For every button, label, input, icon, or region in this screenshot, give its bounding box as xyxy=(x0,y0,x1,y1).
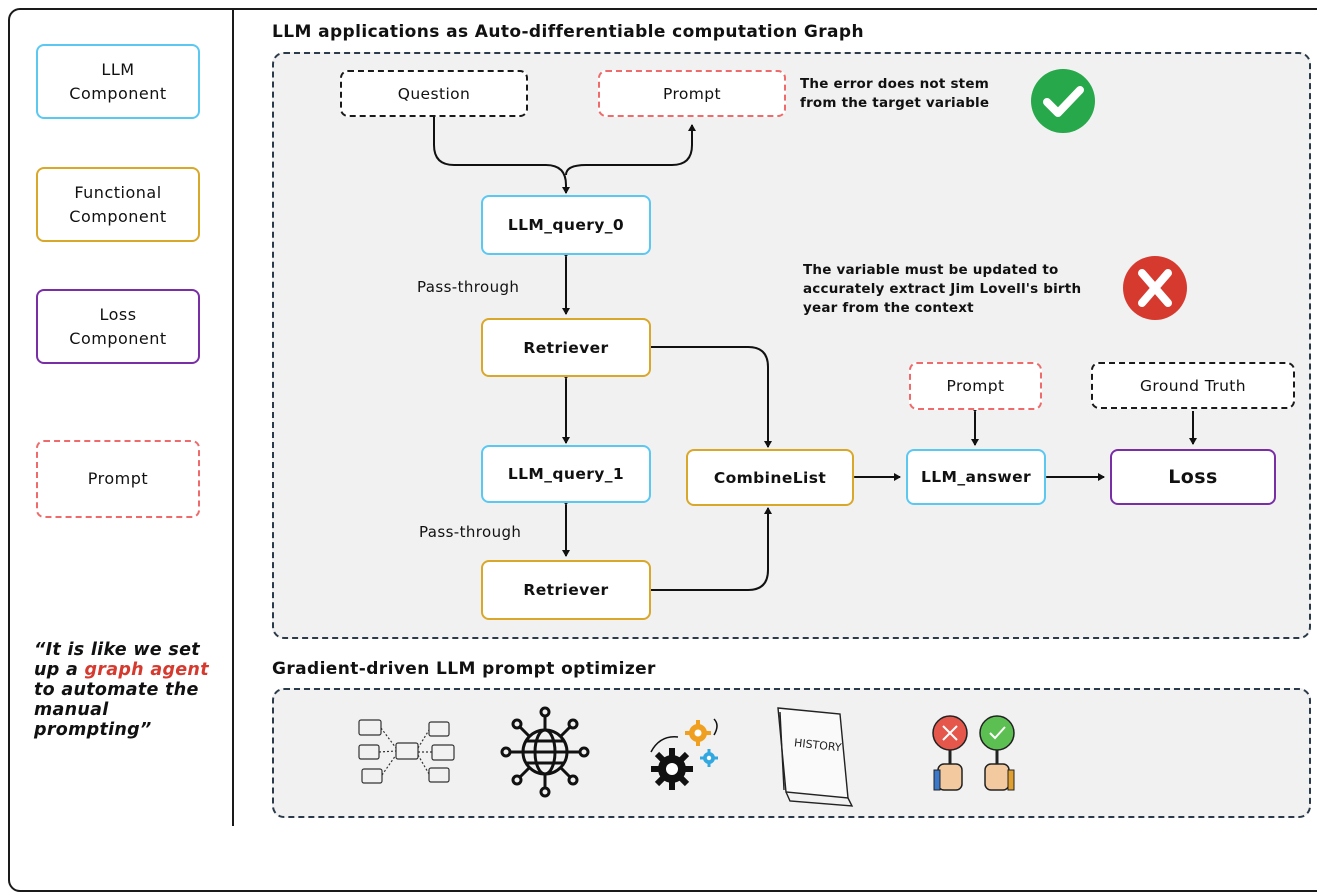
graph-title: LLM applications as Auto-differentiable … xyxy=(272,22,864,42)
node-prompt-answer: Prompt xyxy=(909,362,1042,410)
node-ground-truth: Ground Truth xyxy=(1091,362,1295,409)
node-loss: Loss xyxy=(1110,449,1276,505)
edge-label-pass-through-2: Pass-through xyxy=(419,523,522,541)
edge-question-to-query0 xyxy=(433,117,570,194)
edge-retriever1-combinelist xyxy=(645,343,772,448)
quote-highlight: graph agent xyxy=(84,660,209,680)
optimizer-title: Gradient-driven LLM prompt optimizer xyxy=(272,659,656,679)
legend-prompt: Prompt xyxy=(36,440,200,518)
node-combinelist: CombineList xyxy=(686,449,854,506)
sidebar-divider xyxy=(232,9,234,826)
optimizer-panel xyxy=(272,688,1311,818)
node-question: Question xyxy=(340,70,528,117)
edge-retriever2-combinelist xyxy=(645,507,772,594)
quote-text-1: “It is like we set up a xyxy=(34,640,200,680)
node-prompt-top: Prompt xyxy=(598,70,786,117)
legend-llm-component: LLM Component xyxy=(36,44,200,119)
legend-loss-component: Loss Component xyxy=(36,289,200,364)
node-llm-answer: LLM_answer xyxy=(906,449,1046,505)
graph-panel xyxy=(272,52,1311,639)
legend-functional-component: Functional Component xyxy=(36,167,200,242)
quote: “It is like we set up a graph agent to a… xyxy=(34,640,226,740)
node-llm-query-0: LLM_query_0 xyxy=(481,195,651,255)
node-retriever-1: Retriever xyxy=(481,318,651,377)
node-retriever-2: Retriever xyxy=(481,560,651,620)
edge-prompt-to-query0 xyxy=(565,124,696,176)
quote-text-2: to automate the manual prompting” xyxy=(34,680,199,740)
graph-edges xyxy=(433,117,1197,594)
note-error: The variable must be updated to accurate… xyxy=(803,262,1082,316)
node-llm-query-1: LLM_query_1 xyxy=(481,445,651,503)
note-ok: The error does not stem from the target … xyxy=(800,76,990,111)
edge-label-pass-through-1: Pass-through xyxy=(417,278,520,296)
